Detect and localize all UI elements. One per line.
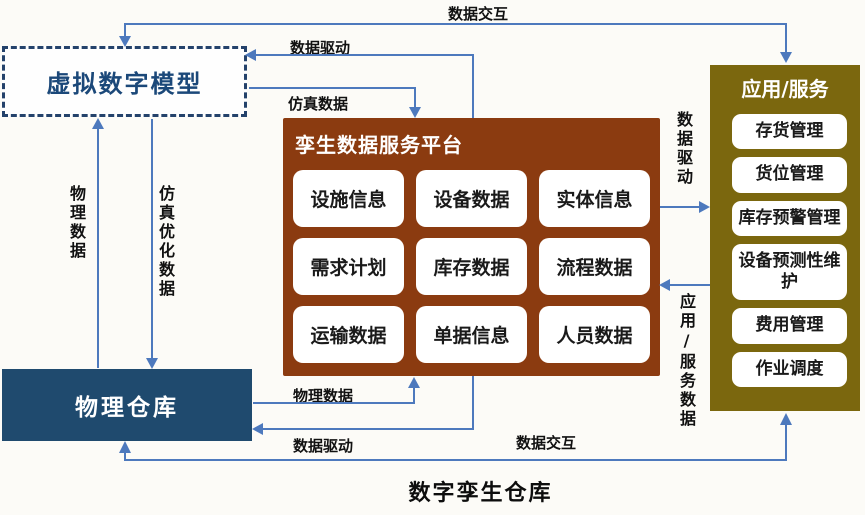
edge-label-vert-sim-optimize-data: 仿真优化数据 xyxy=(156,185,175,299)
app-item-stock-alert-mgmt: 库存预警管理 xyxy=(732,200,847,236)
app-item-inventory-mgmt: 存货管理 xyxy=(732,114,847,150)
platform-cell-document-info: 单据信息 xyxy=(416,306,527,363)
platform-cell-personnel-data: 人员数据 xyxy=(539,306,650,363)
twin-data-platform-grid: 设施信息 设备数据 实体信息 需求计划 库存数据 流程数据 运输数据 单据信息 … xyxy=(293,170,650,363)
platform-cell-inventory-data: 库存数据 xyxy=(416,238,527,295)
physical-warehouse-box: 物理仓库 xyxy=(2,369,252,441)
edge-label-bottom-data-interaction: 数据交互 xyxy=(516,434,577,452)
edge-label-right-data-drive: 数据驱动 xyxy=(674,111,693,187)
platform-cell-transport-data: 运输数据 xyxy=(293,306,404,363)
platform-cell-process-data: 流程数据 xyxy=(539,238,650,295)
diagram-title: 数字孪生仓库 xyxy=(408,481,553,506)
edge-vert-physical-data xyxy=(92,118,104,368)
edge-right-data-drive xyxy=(660,201,710,213)
platform-cell-demand-plan: 需求计划 xyxy=(293,238,404,295)
app-item-slot-mgmt: 货位管理 xyxy=(732,157,847,193)
edge-label-app-service-data: 应用/服务数据 xyxy=(677,293,696,429)
virtual-digital-model-box: 虚拟数字模型 xyxy=(2,46,247,117)
app-services-list: 存货管理 货位管理 库存预警管理 设备预测性维护 费用管理 作业调度 xyxy=(710,114,860,387)
edge-label-top-data-drive: 数据驱动 xyxy=(290,39,351,57)
edge-label-vert-physical-data: 物理数据 xyxy=(67,185,86,261)
virtual-digital-model-label: 虚拟数字模型 xyxy=(46,70,203,98)
twin-data-platform-box: 孪生数据服务平台 设施信息 设备数据 实体信息 需求计划 库存数据 流程数据 运… xyxy=(283,118,660,376)
app-item-predictive-maintenance: 设备预测性维护 xyxy=(732,243,847,301)
platform-cell-entity-info: 实体信息 xyxy=(539,170,650,227)
app-services-box: 应用/服务 存货管理 货位管理 库存预警管理 设备预测性维护 费用管理 作业调度 xyxy=(710,65,860,411)
app-services-title: 应用/服务 xyxy=(741,77,829,101)
twin-data-platform-title: 孪生数据服务平台 xyxy=(295,133,463,157)
app-item-job-scheduling: 作业调度 xyxy=(732,351,847,387)
edge-bottom-data-drive xyxy=(252,376,474,435)
platform-cell-equipment-data: 设备数据 xyxy=(416,170,527,227)
edge-label-sim-data: 仿真数据 xyxy=(288,95,349,113)
edge-label-bottom-physical-data: 物理数据 xyxy=(293,387,354,405)
physical-warehouse-label: 物理仓库 xyxy=(75,395,179,421)
app-item-cost-mgmt: 费用管理 xyxy=(732,308,847,344)
edge-top-data-drive xyxy=(245,49,474,118)
platform-cell-facility-info: 设施信息 xyxy=(293,170,404,227)
edge-label-top-data-interaction: 数据交互 xyxy=(448,5,509,23)
edge-app-service-data xyxy=(659,279,710,291)
edge-label-bottom-data-drive: 数据驱动 xyxy=(293,437,354,455)
